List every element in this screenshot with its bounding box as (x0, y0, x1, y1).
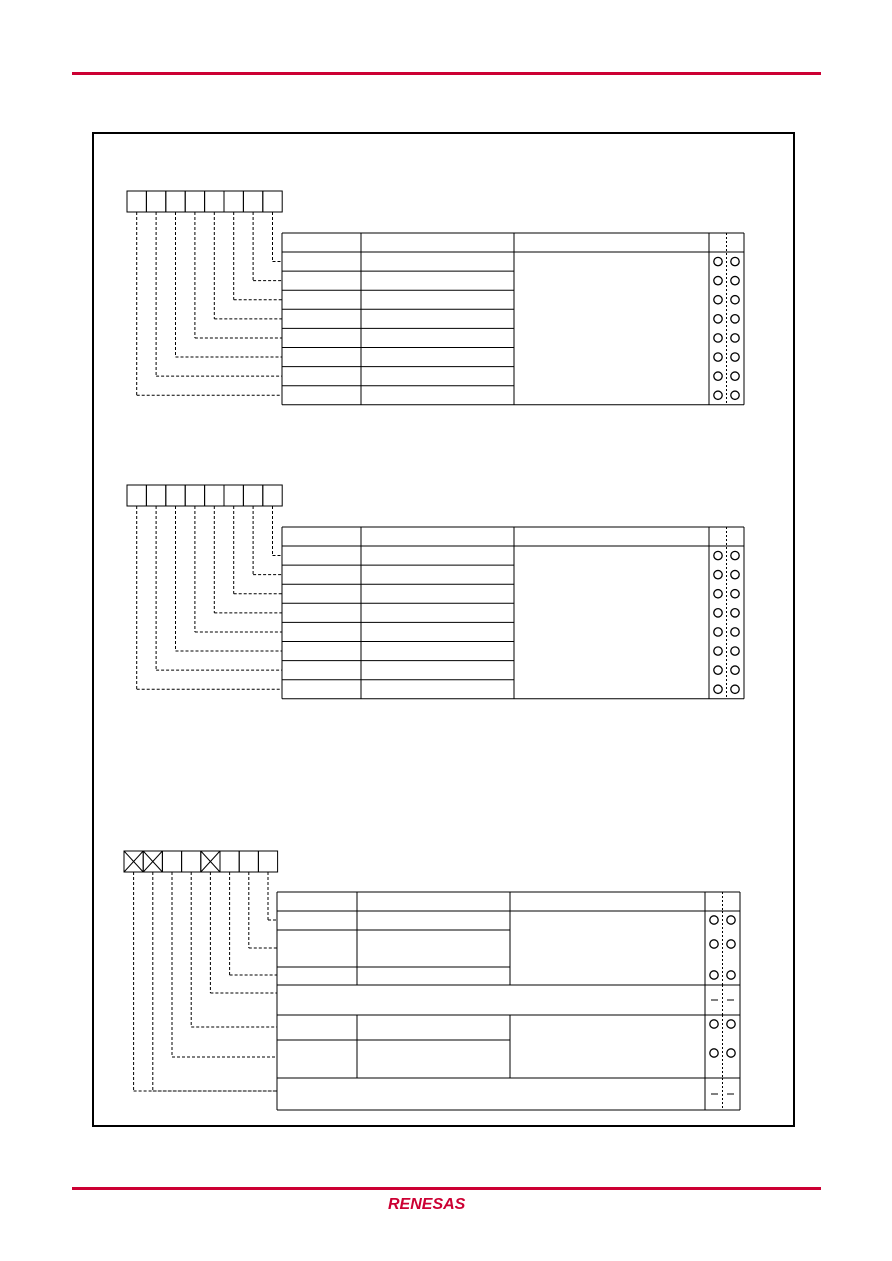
header-rule (72, 72, 821, 75)
content-frame (92, 132, 795, 1127)
read-write-circle-icon (730, 684, 740, 695)
read-write-circle-icon (726, 970, 736, 980)
read-write-circle-icon (713, 313, 723, 324)
bit-box (262, 484, 283, 507)
bit-box (204, 190, 225, 213)
footer-rule (72, 1187, 821, 1190)
read-write-circle-icon (713, 294, 723, 305)
read-write-circle-icon (713, 569, 723, 580)
bit-box (184, 484, 206, 507)
read-write-circle-icon (709, 970, 719, 980)
read-write-circle-icon (730, 294, 740, 305)
bit-cross (142, 850, 163, 873)
logo-text: RENESAS (388, 1196, 466, 1213)
read-write-circle-icon (730, 371, 740, 381)
read-write-circle-icon (713, 646, 723, 656)
read-write-circle-icon (713, 550, 723, 561)
bit-box (184, 190, 206, 213)
bit-box (257, 850, 279, 873)
bit-box (242, 190, 264, 213)
bit-cross (200, 850, 221, 873)
read-write-circle-icon (713, 588, 723, 599)
bit-box (181, 850, 202, 873)
read-write-circle-icon (713, 352, 723, 362)
read-write-circle-icon (713, 665, 723, 676)
read-write-circle-icon (709, 1048, 719, 1058)
read-write-circle-icon (726, 939, 736, 949)
bit-box (242, 484, 264, 507)
read-write-circle-icon (713, 371, 723, 381)
read-write-circle-icon (713, 333, 723, 343)
bit-box (145, 484, 167, 507)
read-write-circle-icon (730, 646, 740, 656)
read-write-circle-icon (730, 569, 740, 580)
read-write-circle-icon (730, 607, 740, 618)
bit-box (223, 190, 244, 213)
read-write-circle-icon (730, 352, 740, 362)
bit-box (238, 850, 259, 873)
read-write-circle-icon (709, 939, 719, 949)
read-write-circle-icon (730, 627, 740, 637)
read-write-circle-icon (730, 550, 740, 561)
bit-box (145, 190, 167, 213)
register-diagram-2 (126, 484, 745, 700)
read-write-circle-icon (730, 333, 740, 343)
bit-box (165, 484, 186, 507)
bit-box (126, 484, 147, 507)
read-write-circle-icon (726, 1019, 736, 1029)
read-write-circle-icon (730, 588, 740, 599)
register-diagram-3 (123, 850, 741, 1111)
bit-box (165, 190, 186, 213)
read-write-circle-icon (730, 256, 740, 267)
read-write-circle-icon (713, 607, 723, 618)
read-write-circle-icon (709, 1019, 719, 1029)
read-write-circle-icon (713, 275, 723, 286)
read-write-circle-icon (713, 256, 723, 267)
read-write-circle-icon (730, 665, 740, 676)
bit-box (161, 850, 183, 873)
read-write-circle-icon (713, 684, 723, 695)
read-write-circle-icon (730, 275, 740, 286)
bit-box (204, 484, 225, 507)
bit-box (223, 484, 244, 507)
renesas-logo: RENESAS (388, 1196, 502, 1216)
bit-cross (123, 850, 144, 873)
bit-box (262, 190, 283, 213)
read-write-circle-icon (709, 915, 719, 925)
read-write-circle-icon (730, 313, 740, 324)
read-write-circle-icon (713, 627, 723, 637)
read-write-circle-icon (730, 390, 740, 401)
read-write-circle-icon (713, 390, 723, 401)
register-diagram-1 (126, 190, 745, 406)
bit-box (219, 850, 240, 873)
read-write-circle-icon (726, 1048, 736, 1058)
read-write-circle-icon (726, 915, 736, 925)
bit-box (126, 190, 147, 213)
